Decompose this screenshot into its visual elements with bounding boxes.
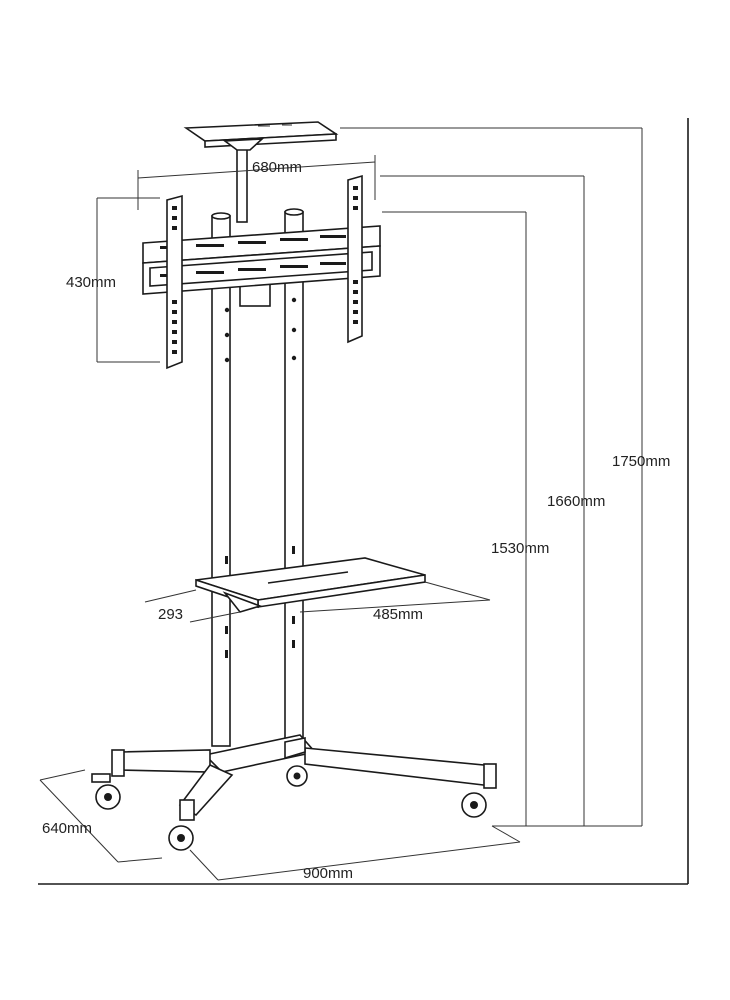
label-base-width: 900mm bbox=[303, 865, 353, 882]
frame-lines bbox=[38, 118, 689, 885]
top-accessory-shelf bbox=[183, 121, 339, 223]
label-mount-center-height: 1530mm bbox=[491, 540, 549, 557]
label-vesa-height: 430mm bbox=[66, 274, 116, 291]
label-mount-top-height: 1660mm bbox=[547, 493, 605, 510]
middle-shelf bbox=[195, 557, 426, 613]
caster-base bbox=[91, 734, 497, 851]
caster-wheels bbox=[91, 765, 487, 851]
vertical-poles bbox=[211, 208, 304, 747]
label-shelf-depth: 293 bbox=[158, 606, 183, 623]
label-top-width: 680mm bbox=[252, 159, 302, 176]
label-total-height: 1750mm bbox=[612, 453, 670, 470]
label-shelf-width: 485mm bbox=[373, 606, 423, 623]
label-base-depth: 640mm bbox=[42, 820, 92, 837]
vesa-mount bbox=[142, 174, 381, 370]
dimension-lines bbox=[39, 127, 643, 881]
dimension-labels: 680mm 430mm 1750mm 1660mm 1530mm 293 485… bbox=[42, 159, 670, 882]
